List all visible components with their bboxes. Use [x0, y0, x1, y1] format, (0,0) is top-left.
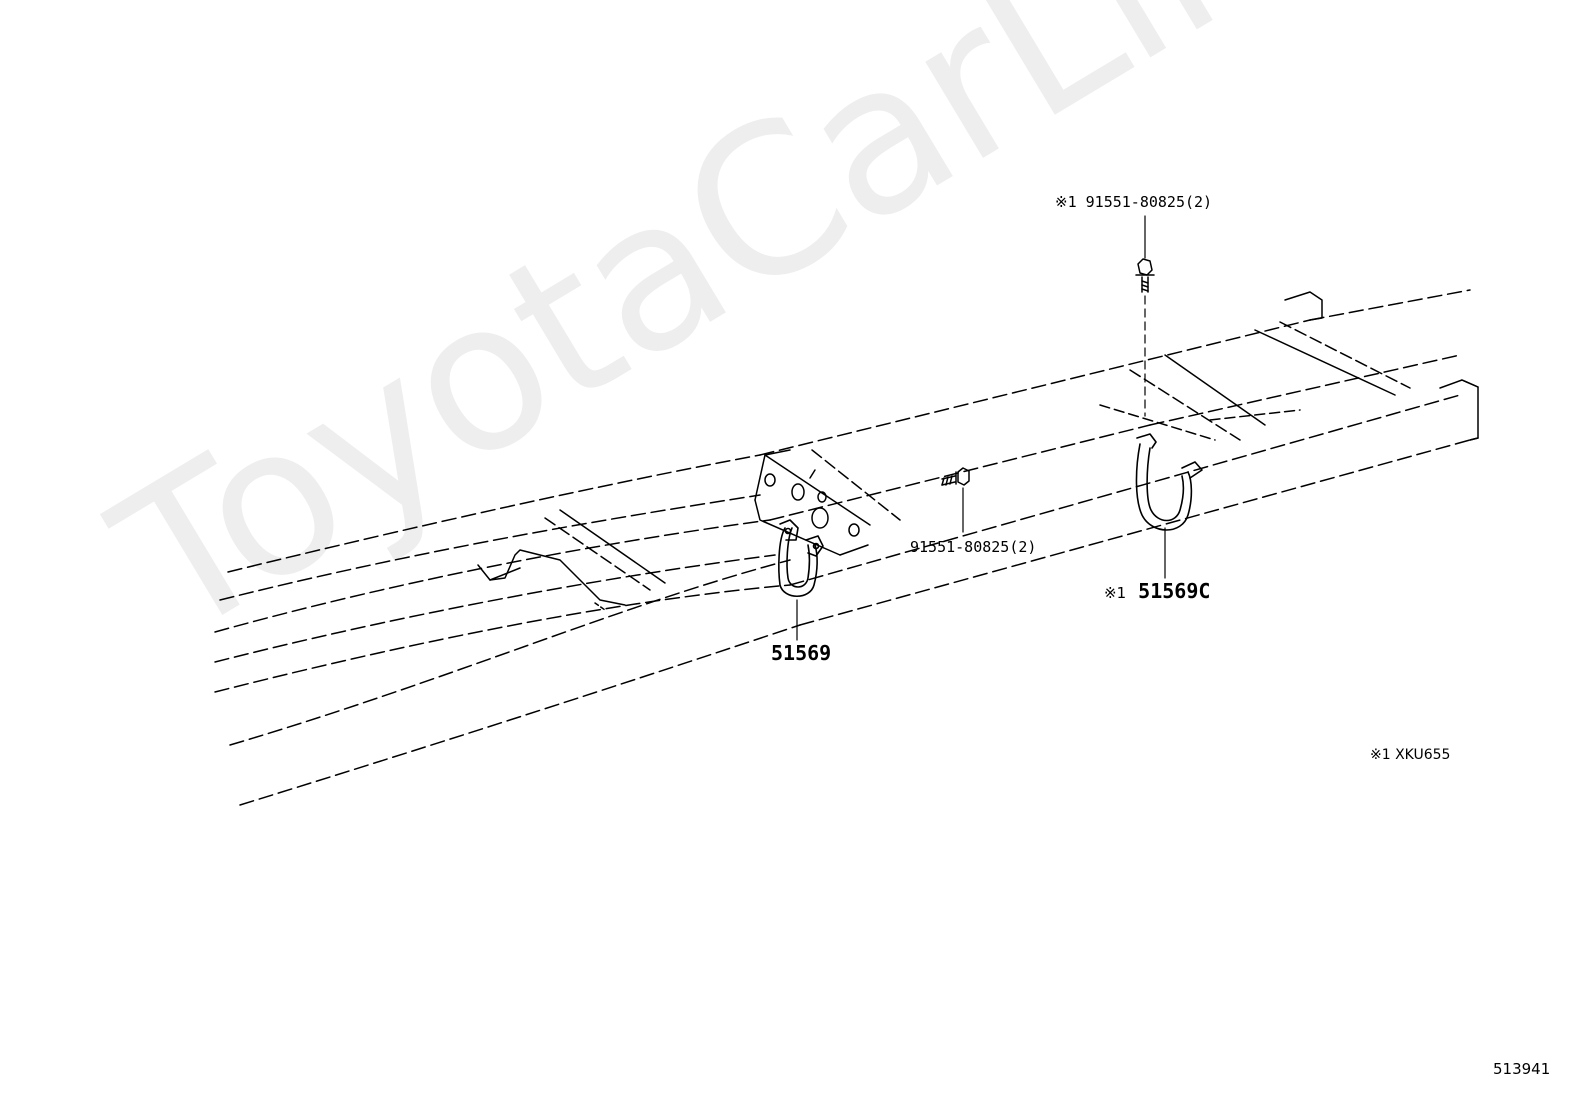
frame-kink-detail — [477, 549, 626, 611]
callout-bolt-top: ※1 91551-80825(2) — [1055, 195, 1212, 210]
bracket-51569c — [1135, 433, 1203, 531]
rear-frame-end — [1284, 291, 1479, 441]
footnote-legend: ※1 XKU655 — [1370, 747, 1451, 763]
bolt-mid — [941, 467, 970, 486]
callout-part-number: 51569C — [1138, 579, 1211, 603]
callout-bracket-left: 51569 — [771, 643, 831, 663]
callout-part-number: 51569 — [771, 641, 832, 665]
center-crossmember-bracket — [754, 449, 871, 556]
callout-mark: ※1 — [1055, 193, 1077, 211]
diagram-id: 513941 — [1493, 1060, 1551, 1078]
callout-bracket-right: ※1 51569C — [1104, 581, 1210, 601]
leader-lines — [796, 215, 1166, 641]
callout-mark: ※1 — [1104, 584, 1127, 602]
bracket-51569 — [778, 519, 824, 598]
callout-bolt-mid: 91551-80825(2) — [910, 540, 1036, 555]
cross-members — [544, 321, 1411, 591]
bolt-top — [1135, 258, 1155, 293]
callout-part-number: 91551-80825(2) — [1085, 193, 1213, 211]
callout-part-number: 91551-80825(2) — [910, 538, 1037, 556]
near-frame-rail — [214, 319, 1471, 806]
far-frame-rail — [214, 289, 1471, 693]
